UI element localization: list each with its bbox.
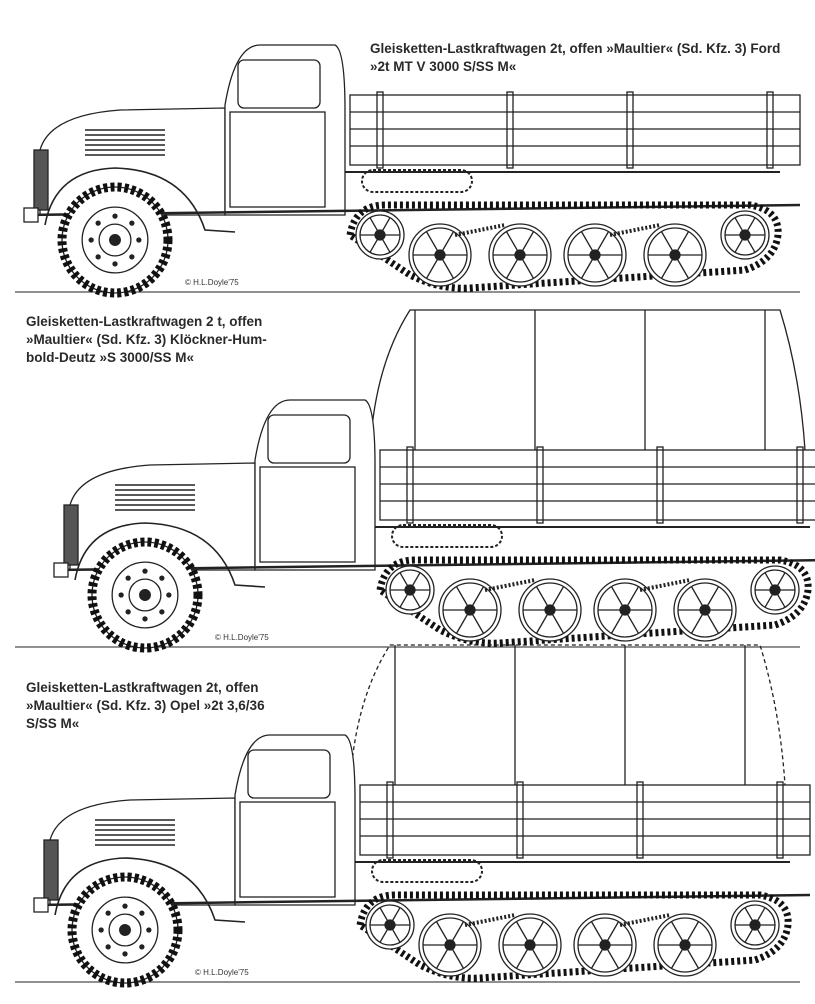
caption-line: »Maultier« (Sd. Kfz. 3) Klöckner-Hum- — [26, 332, 267, 347]
cab-window — [267, 414, 351, 464]
radiator-grille — [33, 149, 49, 211]
canvas-tarp — [369, 309, 806, 475]
caption-line: bold-Deutz »S 3000/SS M« — [26, 350, 195, 365]
road-wheel — [518, 578, 582, 642]
road-wheel — [418, 913, 482, 977]
front-bumper — [33, 897, 49, 913]
cargo-bed — [375, 446, 815, 528]
suspension-spring — [464, 913, 671, 927]
cab-window — [237, 59, 321, 109]
road-wheel — [438, 578, 502, 642]
halftrack-plate-1: © H.L.Doyle'75 — [15, 44, 801, 298]
cab-door — [259, 466, 356, 563]
cab-door — [239, 801, 336, 898]
front-fender — [74, 522, 266, 588]
track-assembly — [356, 891, 792, 982]
road-wheel — [408, 223, 472, 287]
halftrack-plate-3: © H.L.Doyle'75 — [15, 644, 811, 988]
drive-sprocket — [385, 565, 435, 615]
road-wheel — [643, 223, 707, 287]
artist-signature: © H.L.Doyle'75 — [185, 278, 239, 287]
drive-sprocket — [365, 900, 415, 950]
suspension-spring — [484, 578, 691, 592]
halftrack-plate-2: © H.L.Doyle'75 — [15, 309, 815, 653]
cab-window — [247, 749, 331, 799]
road-wheel — [673, 578, 737, 642]
plate-1-caption: Gleisketten-Lastkraftwagen 2t, offen »Ma… — [370, 40, 810, 76]
caption-line: Gleisketten-Lastkraftwagen 2 t, offen — [26, 314, 263, 329]
cargo-bed — [345, 91, 801, 173]
caption-line: »Maultier« (Sd. Kfz. 3) Opel »2t 3,6/36 — [26, 698, 265, 713]
front-wheel — [67, 872, 183, 988]
road-wheel — [498, 913, 562, 977]
cab-door — [229, 111, 326, 208]
cargo-bed — [355, 781, 811, 863]
artist-signature: © H.L.Doyle'75 — [215, 633, 269, 642]
spare-track — [391, 524, 503, 548]
radiator-grille — [63, 504, 79, 566]
front-bumper — [53, 562, 69, 578]
spare-track — [371, 859, 483, 883]
caption-line: Gleisketten-Lastkraftwagen 2t, offen »Ma… — [370, 41, 781, 56]
front-fender — [54, 857, 246, 923]
canvas-tarp — [349, 644, 786, 810]
caption-line: »2t MT V 3000 S/SS M« — [370, 59, 517, 74]
front-fender — [44, 167, 236, 233]
road-wheel — [573, 913, 637, 977]
road-wheel — [593, 578, 657, 642]
track-assembly — [346, 201, 782, 292]
plate-3-caption: Gleisketten-Lastkraftwagen 2t, offen »Ma… — [26, 679, 306, 733]
artist-signature: © H.L.Doyle'75 — [195, 968, 249, 977]
drive-sprocket — [355, 210, 405, 260]
front-wheel — [87, 537, 203, 653]
front-wheel — [57, 182, 173, 298]
idler-wheel — [750, 565, 800, 615]
caption-line: Gleisketten-Lastkraftwagen 2t, offen — [26, 680, 259, 695]
cab — [234, 734, 356, 906]
front-bumper — [23, 207, 39, 223]
cab — [224, 44, 346, 216]
radiator-grille — [43, 839, 59, 901]
caption-line: S/SS M« — [26, 716, 80, 731]
idler-wheel — [720, 210, 770, 260]
plate-2-caption: Gleisketten-Lastkraftwagen 2 t, offen »M… — [26, 313, 306, 367]
road-wheel — [488, 223, 552, 287]
road-wheel — [653, 913, 717, 977]
track-assembly — [376, 556, 812, 647]
suspension-spring — [454, 223, 661, 237]
idler-wheel — [730, 900, 780, 950]
cab — [254, 399, 376, 571]
road-wheel — [563, 223, 627, 287]
spare-track — [361, 169, 473, 193]
